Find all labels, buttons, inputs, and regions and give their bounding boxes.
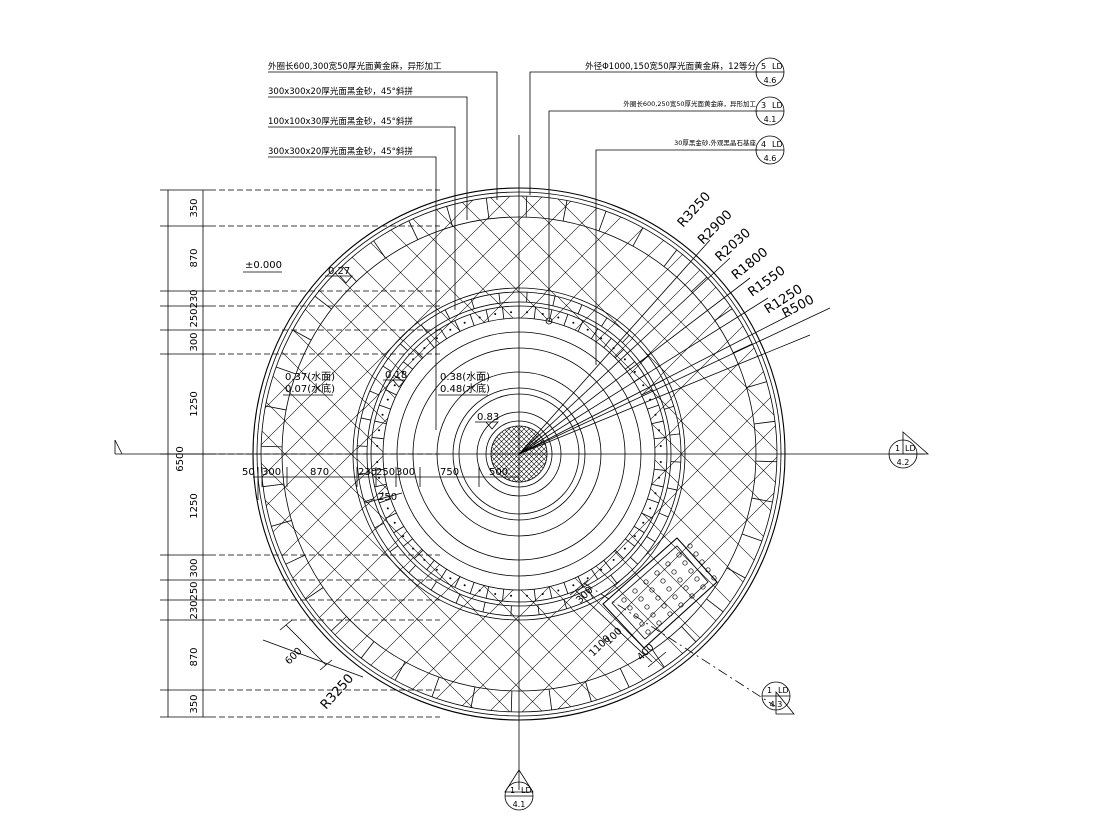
callout-label: 30厚黑金砂,外观黑晶石基座	[674, 138, 756, 147]
section-mark-right: 1 LD 4.2	[888, 431, 930, 469]
dim-label: 1250	[189, 493, 200, 518]
detail-tag: 3 LD 4.1	[755, 96, 785, 126]
dim-label: 300	[262, 467, 281, 478]
dim-label: 230	[189, 600, 200, 619]
tag-sheet: 4.2	[897, 458, 910, 467]
tag-sheet: 4.3	[770, 700, 783, 709]
tag-sheet: 4.6	[764, 154, 777, 163]
inner-band-dots	[376, 311, 662, 597]
tag-code: LD	[772, 140, 783, 149]
tag-code: LD	[778, 686, 789, 695]
grating-dimensions: 300 100 1100 400	[569, 579, 667, 668]
tag-number: 4	[761, 140, 766, 149]
drain-grating	[602, 537, 718, 649]
vertical-dimension-chain: 6500 350 870 230 250 300 1250 1250 300 2…	[160, 189, 440, 718]
tag-number: 1	[510, 786, 515, 795]
level-mark: 0.48(水底)	[440, 382, 490, 395]
dim-label: 50	[242, 467, 255, 478]
level-mark: 0.83	[477, 412, 499, 423]
callout-label: 300x300x20厚光面黑金砂，45°斜拼	[268, 86, 413, 97]
dim-label: 250	[378, 492, 397, 503]
level-datum: ±0.000	[245, 260, 282, 271]
tag-code: LD	[905, 444, 916, 453]
callout-label: 100x100x30厚光面黑金砂，45°斜拼	[268, 116, 413, 127]
left-callouts: 外圈长600,300宽50厚光面黄金麻，异形加工 300x300x20厚光面黑金…	[268, 61, 498, 430]
tag-sheet: 4.1	[764, 115, 777, 124]
dim-label: 500	[489, 467, 508, 478]
detail-tag: 5 LD 4.6	[755, 57, 785, 87]
dim-label: 230	[189, 289, 200, 308]
tag-number: 1	[767, 686, 772, 695]
overall-dimension: 6500	[175, 446, 186, 471]
dim-label: 350	[189, 198, 200, 217]
level-mark: 0.27	[328, 266, 350, 277]
dim-label: 1250	[189, 391, 200, 416]
right-callouts: 外径Φ1000,150宽50厚光面黄金麻，12等分 外圈长600,250宽50厚…	[529, 61, 758, 365]
section-mark-diagonal: 1 LD 4.3	[761, 681, 795, 715]
callout-label: 外圈长600,250宽50厚光面黄金麻，异形加工	[623, 99, 756, 108]
dim-label: 250	[376, 467, 395, 478]
dim-label: 300	[189, 332, 200, 351]
tag-number: 1	[895, 444, 900, 453]
level-mark: 0.18	[385, 370, 407, 381]
dim-label: 350	[189, 694, 200, 713]
level-marks: ±0.000 0.27 0.37(水面) 0.07(水底) 0.18 0.38(…	[243, 260, 499, 430]
dim-label: 750	[440, 467, 459, 478]
tag-number: 5	[761, 62, 766, 71]
dim-label: 250	[189, 581, 200, 600]
section-mark-bottom: 1 LD 4.1	[504, 769, 534, 811]
dim-label: 870	[310, 467, 329, 478]
tag-code: LD	[772, 101, 783, 110]
tag-number: 3	[761, 101, 766, 110]
outer-ring-joints	[261, 196, 777, 712]
dim-label: 870	[189, 248, 200, 267]
dim-label: 230	[358, 467, 377, 478]
dim-label: 300	[396, 467, 415, 478]
callout-label: 外圈长600,300宽50厚光面黄金麻，异形加工	[268, 61, 442, 72]
level-mark: 0.37(水面)	[285, 371, 335, 383]
dim-label: 300	[189, 558, 200, 577]
dim-label: 870	[189, 647, 200, 666]
level-mark: 0.07(水底)	[285, 382, 335, 395]
dim-label: 250	[189, 308, 200, 327]
dim-label: 400	[635, 642, 656, 663]
radius-label: R3250	[318, 671, 357, 712]
callout-label: 外径Φ1000,150宽50厚光面黄金麻，12等分	[585, 61, 756, 72]
level-mark: 0.38(水面)	[440, 371, 490, 383]
tag-code: LD	[772, 62, 783, 71]
tag-code: LD	[521, 786, 532, 795]
tag-sheet: 4.6	[764, 76, 777, 85]
detail-tag: 4 LD 4.6	[755, 135, 785, 165]
horizontal-dimension-chain: 50 300 870 230 250 300 750 500 250	[242, 467, 519, 504]
callout-label: 300x300x20厚光面黑金砂，45°斜拼	[268, 146, 413, 157]
tag-sheet: 4.1	[513, 800, 526, 809]
